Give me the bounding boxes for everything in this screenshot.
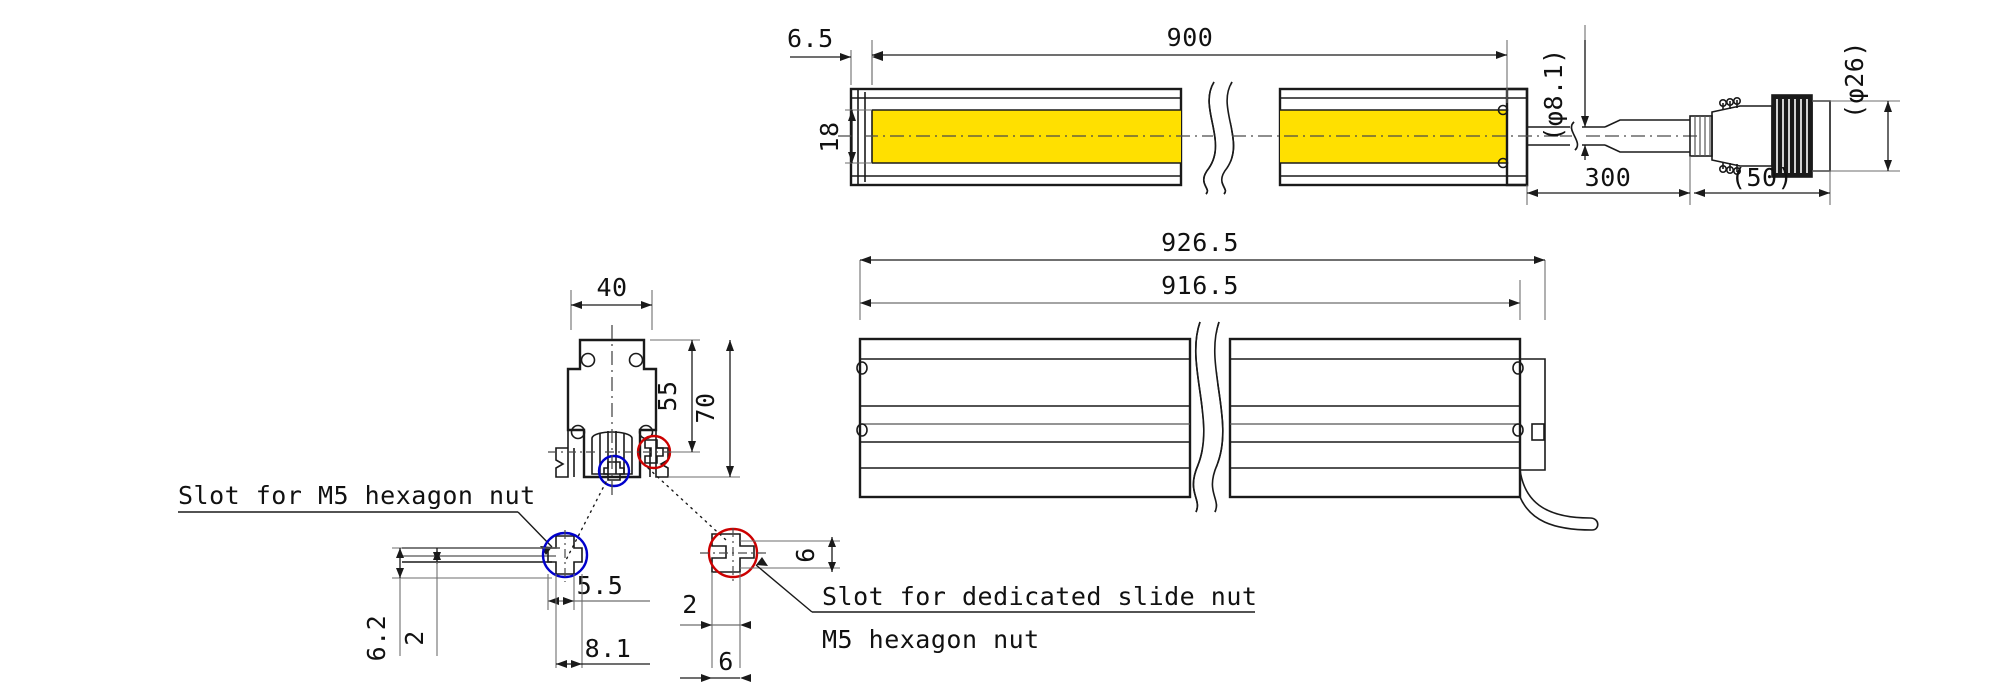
dim-55: 55 xyxy=(653,380,682,411)
dim-40: 40 xyxy=(596,273,627,302)
dim-926-5: 926.5 xyxy=(1161,228,1239,257)
note-slot-dedicated-slide-nut: Slot for dedicated slide nut xyxy=(822,582,1257,611)
detail-b-group: 6 2 6 Slot for dedicated slide nut M5 he… xyxy=(680,527,1257,682)
dim-900: 900 xyxy=(1167,23,1214,52)
dim-6-vertical: 6 xyxy=(791,547,820,563)
dim-2-right: 2 xyxy=(682,590,698,619)
dim-6-5: 6.5 xyxy=(787,24,834,53)
note-m5-hexagon-nut: M5 hexagon nut xyxy=(822,625,1040,654)
note-slot-m5-hexagon-nut: Slot for M5 hexagon nut xyxy=(178,481,536,510)
dim-8-1: 8.1 xyxy=(585,634,632,663)
dim-2-left: 2 xyxy=(400,630,429,646)
dim-6-2: 6.2 xyxy=(362,615,391,662)
detail-a-marker-circle xyxy=(597,454,631,488)
top-view-group: 6.5 900 18 (φ8.1) xyxy=(787,23,1900,205)
cross-section-group: 40 xyxy=(548,273,740,561)
dim-300: 300 xyxy=(1585,163,1632,192)
dim-cable-diameter: (φ8.1) xyxy=(1539,48,1568,141)
dim-50: (50) xyxy=(1731,163,1793,192)
dim-70: 70 xyxy=(691,392,720,423)
side-view-group: 926.5 916.5 xyxy=(856,228,1599,531)
dim-6-horizontal: 6 xyxy=(718,647,734,676)
dim-5-5: 5.5 xyxy=(577,571,624,600)
dim-connector-diameter: (φ26) xyxy=(1840,41,1869,119)
detail-a-group: Slot for M5 hexagon nut 6.2 2 xyxy=(178,481,650,668)
dim-18: 18 xyxy=(815,121,844,152)
dim-916-5: 916.5 xyxy=(1161,271,1239,300)
